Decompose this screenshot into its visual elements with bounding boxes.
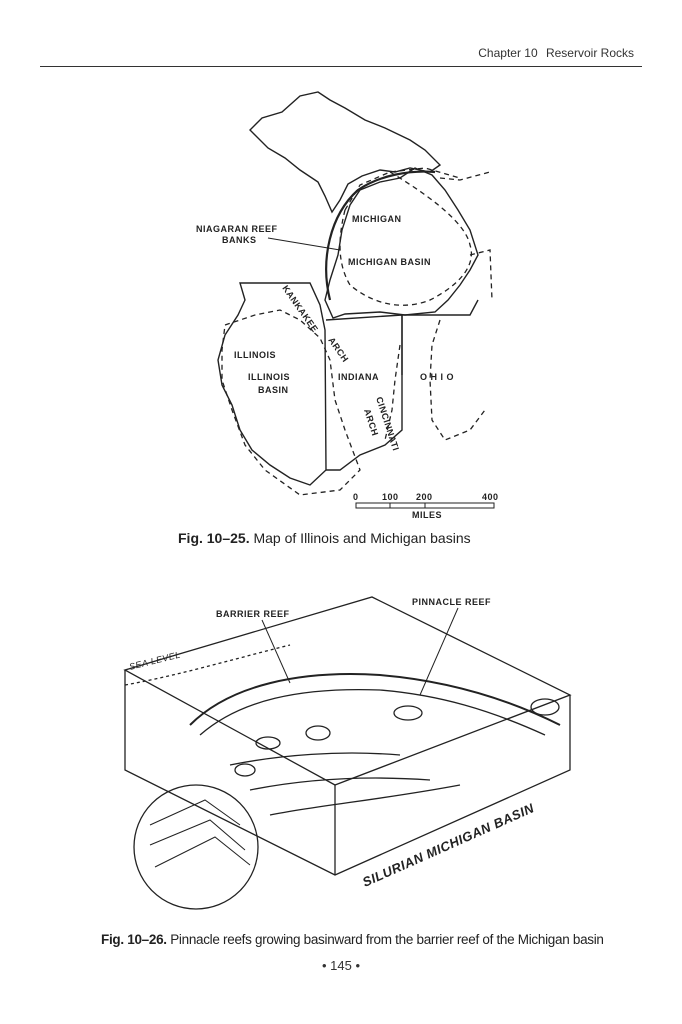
label-illinois-basin-2: BASIN (258, 385, 289, 395)
header-rule (40, 66, 642, 67)
label-banks: BANKS (222, 235, 257, 245)
label-illinois-basin-1: ILLINOIS (248, 372, 290, 382)
chapter-title: Reservoir Rocks (545, 46, 634, 60)
label-barrier-reef: BARRIER REEF (216, 609, 290, 619)
caption-text: Map of Illinois and Michigan basins (253, 530, 471, 546)
page-number: • 145 • (321, 958, 361, 973)
label-indiana: INDIANA (338, 372, 379, 382)
chapter-number: Chapter 10 (478, 46, 538, 60)
caption-number: Fig. 10–25. (178, 530, 250, 546)
label-niagaran-reef: NIAGARAN REEF (196, 224, 278, 234)
label-michigan: MICHIGAN (352, 214, 402, 224)
label-michigan-basin: MICHIGAN BASIN (348, 257, 431, 267)
label-cincinnati-arch: ARCH (362, 408, 380, 438)
scale-tick-400: 400 (482, 492, 499, 502)
running-header: Chapter 10 Reservoir Rocks (478, 46, 634, 60)
scale-tick-200: 200 (416, 492, 433, 502)
basin-map: NIAGARAN REEF BANKS MICHIGAN MICHIGAN BA… (196, 91, 499, 520)
label-cincinnati: CINCINNATI (374, 396, 401, 453)
label-ohio: O H I O (420, 372, 454, 382)
figure-caption-1: Fig. 10–25. Map of Illinois and Michigan… (178, 530, 471, 546)
caption-text: Pinnacle reefs growing basinward from th… (170, 932, 604, 947)
label-illinois: ILLINOIS (234, 350, 276, 360)
figure-caption-2: Fig. 10–26. Pinnacle reefs growing basin… (101, 932, 604, 947)
label-sea-level: SEA LEVEL (128, 649, 182, 671)
scale-bar: 0 100 200 400 MILES (353, 492, 499, 520)
caption-number: Fig. 10–26. (101, 932, 167, 947)
scale-tick-100: 100 (382, 492, 399, 502)
scale-unit: MILES (412, 510, 442, 520)
label-pinnacle-reef: PINNACLE REEF (412, 597, 491, 607)
label-silurian-michigan-basin: SILURIAN MICHIGAN BASIN (360, 800, 536, 890)
scale-tick-0: 0 (353, 492, 359, 502)
reef-block-diagram: BARRIER REEF PINNACLE REEF SEA LEVEL SIL… (123, 596, 572, 910)
